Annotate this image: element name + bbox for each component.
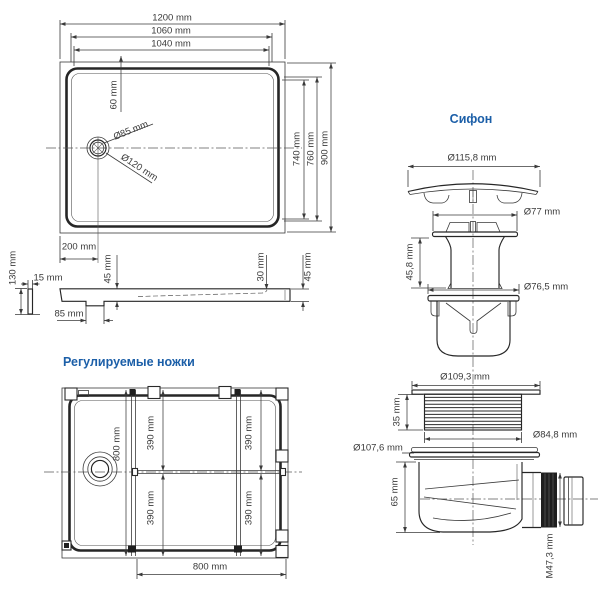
- siphon-body: [396, 447, 584, 533]
- dim-rail-offset-top-left: 390 mm: [145, 415, 157, 451]
- dim-lid-diameter: Ø115,8 mm: [447, 152, 497, 164]
- dim-body-flange-diameter: Ø107,6 mm: [353, 442, 403, 454]
- tray-side-view-drawing: [15, 255, 309, 324]
- dim-height-total: 130 mm: [7, 250, 19, 286]
- tray-top-view-drawing: [46, 20, 336, 263]
- dim-edge-height-left: 45 mm: [102, 254, 114, 284]
- dim-width-total: 1200 mm: [152, 12, 192, 24]
- drain-bottom-view: [82, 451, 118, 487]
- dim-depth-basin-outer: 760 mm: [305, 131, 317, 167]
- drain-top-view: [86, 123, 154, 184]
- dim-rail-offset-bottom-left: 390 mm: [145, 490, 157, 526]
- siphon-insert: [411, 211, 519, 289]
- dim-rim-width: 60 mm: [108, 80, 120, 110]
- dim-outlet-thread: M47,3 mm: [544, 533, 556, 579]
- dim-legs-width-bottom: 800 mm: [192, 561, 228, 573]
- dim-insert-height: 45,8 mm: [404, 243, 416, 281]
- dim-edge-height-right: 45 mm: [302, 252, 314, 282]
- legs-bottom-view-drawing: [44, 385, 302, 579]
- dim-drain-offset: 200 mm: [61, 241, 97, 253]
- dim-depth-basin-inner: 740 mm: [291, 131, 303, 167]
- dim-rail-offset-top-right: 390 mm: [243, 415, 255, 451]
- dim-depth-total: 900 mm: [319, 130, 331, 166]
- dim-width-basin-outer: 1060 mm: [151, 25, 191, 37]
- leg-pads: [61, 385, 289, 559]
- dim-cup-diameter: Ø76,5 mm: [523, 281, 569, 293]
- dim-leg-profile: 15 mm: [33, 272, 63, 284]
- siphon-threaded-ring: [398, 381, 541, 443]
- siphon-drawing: [396, 164, 598, 545]
- legs-section-title: Регулируемые ножки: [63, 355, 195, 369]
- siphon-cup: [427, 284, 520, 357]
- siphon-lid: [407, 164, 541, 204]
- dim-ring-bottom-diameter: Ø84,8 mm: [532, 429, 578, 441]
- dim-drain-boss-width: 85 mm: [54, 308, 84, 320]
- dim-legs-length-side: 800 mm: [111, 426, 123, 462]
- dim-rail-offset-bottom-right: 390 mm: [243, 490, 255, 526]
- dim-body-height: 65 mm: [389, 477, 401, 507]
- dim-ring-height: 35 mm: [391, 397, 403, 427]
- siphon-section-title: Сифон: [449, 112, 493, 126]
- dim-width-basin-inner: 1040 mm: [151, 38, 191, 50]
- dim-insert-diameter: Ø77 mm: [523, 206, 561, 218]
- dim-ring-flange-diameter: Ø109,3 mm: [440, 371, 490, 383]
- dim-middle-height: 30 mm: [255, 252, 267, 282]
